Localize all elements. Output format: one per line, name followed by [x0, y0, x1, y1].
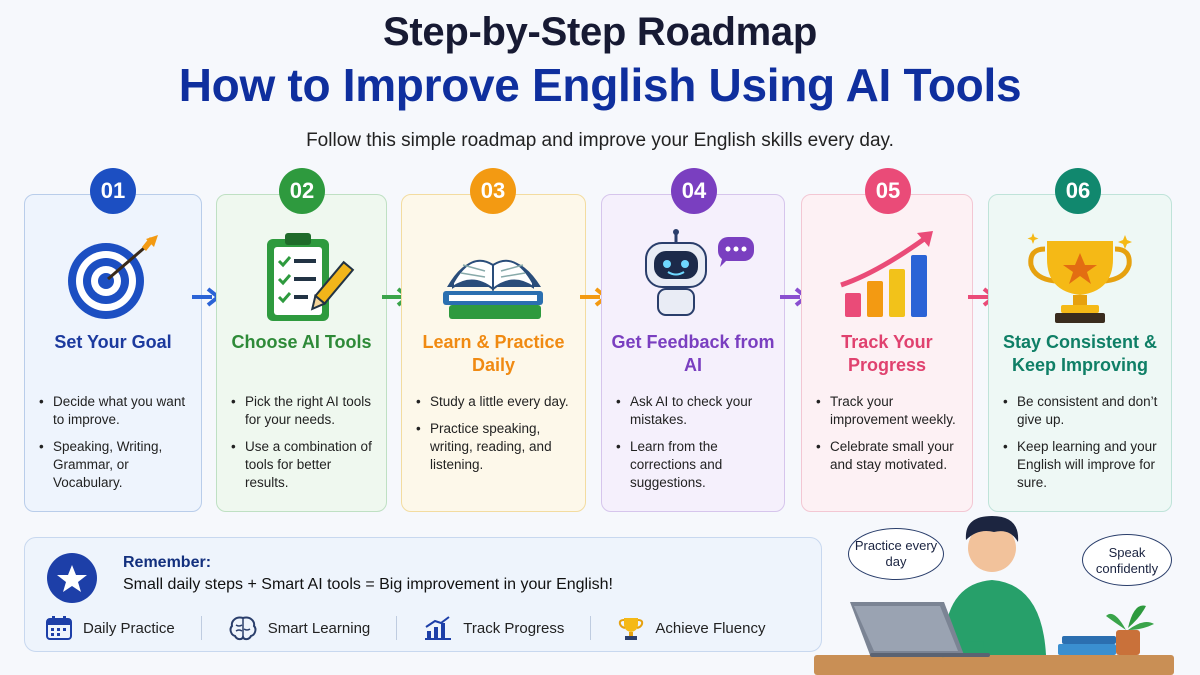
title-line-2: How to Improve English Using AI Tools [178, 59, 1022, 111]
step-card-6: Stay Consistent & Keep Improving Be cons… [988, 194, 1172, 512]
star-icon [47, 553, 97, 603]
step-bullets: Ask AI to check your mistakes. Learn fro… [616, 393, 774, 501]
step-title: Stay Consistent & Keep Improving [1002, 332, 1158, 375]
step-bullets: Decide what you want to improve. Speakin… [39, 393, 191, 501]
step-title: Set Your Goal [54, 332, 172, 352]
bullet: Practice speaking, writing, reading, and… [416, 420, 575, 474]
remember-text: Small daily steps + Smart AI tools = Big… [123, 576, 613, 593]
bar-chart-icon [425, 616, 452, 640]
bullet: Celebrate small your and stay motivated. [816, 438, 962, 474]
bullet: Track your improvement weekly. [816, 393, 962, 429]
bullet: Ask AI to check your mistakes. [616, 393, 774, 429]
step-bullets: Pick the right AI tools for your needs. … [231, 393, 376, 501]
divider [590, 616, 592, 640]
step-card-3: Learn & Practice Daily Study a little ev… [401, 194, 586, 512]
step-card-4: Get Feedback from AI Ask AI to check you… [601, 194, 785, 512]
divider [396, 616, 398, 640]
bullet: Speaking, Writing, Grammar, or Vocabular… [39, 438, 191, 492]
open-book-icon [402, 229, 585, 334]
speech-bubble-right: Speak confidently [1082, 534, 1172, 586]
bullet: Be consistent and don’t give up. [1003, 393, 1161, 429]
trophy-icon [989, 229, 1171, 334]
subtitle: Follow this simple roadmap and improve y… [306, 130, 894, 151]
step-title: Get Feedback from AI [611, 332, 775, 375]
brain-icon [229, 616, 257, 641]
robot-chat-icon [602, 229, 784, 334]
bullet: Keep learning and your English will impr… [1003, 438, 1161, 492]
step-title: Learn & Practice Daily [422, 332, 565, 375]
benefit-item: Track Progress [423, 615, 564, 641]
step-number-badge: 05 [865, 168, 911, 214]
step-title: Choose AI Tools [231, 332, 372, 352]
step-card-1: Set Your Goal Decide what you want to im… [24, 194, 202, 512]
speech-bubble-left: Practice every day [848, 528, 944, 580]
step-bullets: Study a little every day. Practice speak… [416, 393, 575, 483]
benefit-label: Track Progress [463, 619, 565, 637]
clipboard-checklist-icon [217, 229, 386, 334]
remember-box: Remember: Small daily steps + Smart AI t… [24, 537, 822, 652]
benefits-row: Daily Practice Smart Learning [45, 611, 801, 645]
growth-chart-icon [802, 229, 972, 334]
step-number-badge: 06 [1055, 168, 1101, 214]
bullet: Study a little every day. [416, 393, 575, 411]
benefit-item: Smart Learning [228, 615, 371, 641]
benefit-item: Daily Practice [45, 615, 175, 641]
benefit-item: Achieve Fluency [617, 615, 765, 641]
bullet: Pick the right AI tools for your needs. [231, 393, 376, 429]
bubble-text: Speak confidently [1095, 545, 1159, 576]
step-number-badge: 01 [90, 168, 136, 214]
divider [200, 616, 202, 640]
step-number-badge: 03 [470, 168, 516, 214]
step-title: Track Your Progress [841, 332, 933, 375]
title-line-1: Step-by-Step Roadmap [382, 10, 818, 54]
benefit-label: Daily Practice [83, 619, 175, 637]
bubble-text: Practice every day [854, 538, 938, 569]
step-card-2: Choose AI Tools Pick the right AI tools … [216, 194, 387, 512]
step-bullets: Track your improvement weekly. Celebrate… [816, 393, 962, 483]
bullet: Decide what you want to improve. [39, 393, 191, 429]
benefit-label: Smart Learning [267, 619, 371, 637]
remember-title: Remember: [123, 554, 212, 571]
bullet: Use a combination of tools for better re… [231, 438, 376, 492]
step-number-badge: 04 [671, 168, 717, 214]
step-bullets: Be consistent and don’t give up. Keep le… [1003, 393, 1161, 501]
step-number-badge: 02 [279, 168, 325, 214]
target-icon [25, 229, 201, 334]
step-card-5: Track Your Progress Track your improveme… [801, 194, 973, 512]
bullet: Learn from the corrections and suggestio… [616, 438, 774, 492]
calendar-icon [46, 616, 72, 640]
trophy-icon [619, 618, 644, 640]
benefit-label: Achieve Fluency [655, 619, 766, 637]
student-laptop-illustration [814, 516, 1174, 675]
